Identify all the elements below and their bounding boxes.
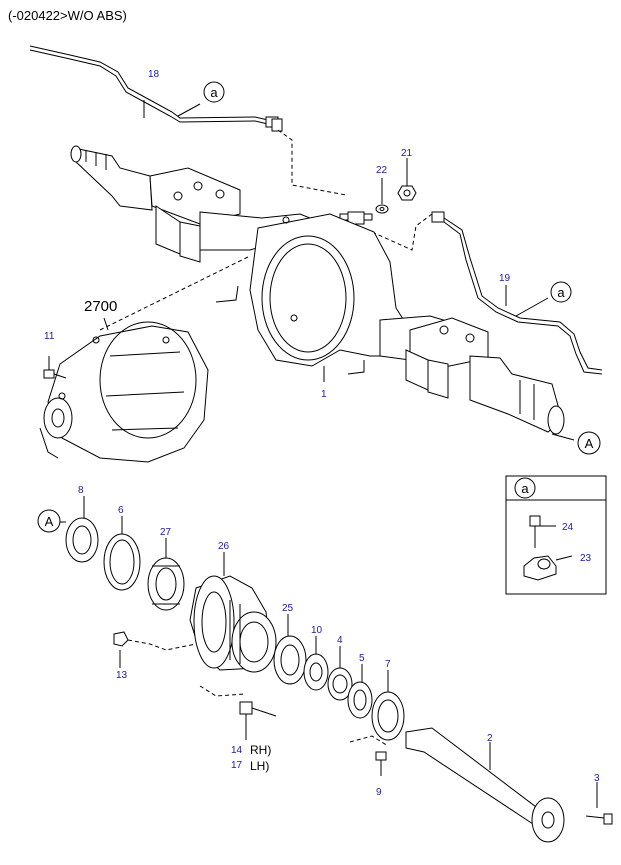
callout-23: 23 <box>580 553 592 564</box>
inset-bolt-24 <box>529 515 556 548</box>
gasket-7 <box>371 691 405 741</box>
callout-8: 8 <box>78 485 84 496</box>
oil-seal-8 <box>65 517 99 563</box>
callout-25: 25 <box>282 603 294 614</box>
callout-9: 9 <box>376 787 382 798</box>
callout-19: 19 <box>499 273 511 284</box>
callout-17: 17 <box>231 760 243 771</box>
callout-26: 26 <box>218 541 230 552</box>
callout-2700: 2700 <box>84 298 117 315</box>
callout-4: 4 <box>337 635 343 646</box>
leader-18-dash <box>277 129 347 196</box>
ref-circle-A-right <box>577 431 601 455</box>
leader-A-right <box>551 433 575 441</box>
inset-clip-23 <box>523 555 573 581</box>
nut-13 <box>113 631 197 651</box>
brake-pipe-19 <box>431 211 603 375</box>
hub-26 <box>189 575 277 673</box>
callout-22: 22 <box>376 165 388 176</box>
callout-1: 1 <box>321 389 327 400</box>
callout-14: 14 <box>231 745 243 756</box>
axle-shaft-2 <box>405 727 565 843</box>
callout-2: 2 <box>487 733 493 744</box>
ref-a-top: a <box>210 85 218 100</box>
callout-21: 21 <box>401 148 413 159</box>
label-lh: LH) <box>250 759 269 773</box>
callout-5: 5 <box>359 653 365 664</box>
axle-housing <box>70 145 565 435</box>
callout-13: 13 <box>116 670 128 681</box>
inset-box-a <box>505 475 607 595</box>
ref-a-right: a <box>557 285 565 300</box>
ref-a-inset: a <box>521 481 529 496</box>
bolt-11 <box>43 356 67 379</box>
callout-24: 24 <box>562 522 574 533</box>
diagram-header: (-020422>W/O ABS) <box>8 8 127 23</box>
hub-bolt-14-17 <box>199 685 277 740</box>
callout-7: 7 <box>385 659 391 670</box>
lock-washer-5 <box>347 681 373 719</box>
washer-10 <box>303 653 329 691</box>
washer-22 <box>375 204 389 214</box>
callout-18: 18 <box>148 69 160 80</box>
bolt-3 <box>585 782 613 825</box>
ref-A-right: A <box>585 436 594 451</box>
label-rh: RH) <box>250 743 271 757</box>
bearing-27 <box>147 557 185 611</box>
ref-circle-a-inset <box>514 477 536 499</box>
callout-27: 27 <box>160 527 172 538</box>
leader-2700 <box>103 317 109 331</box>
ref-circle-a-right <box>550 281 572 303</box>
oil-seal-6 <box>103 533 141 591</box>
leader-19-dash <box>371 213 433 251</box>
brake-tee <box>339 211 373 225</box>
nut-21 <box>397 185 417 201</box>
callout-3: 3 <box>594 773 600 784</box>
brake-pipe-18 <box>29 45 283 132</box>
callout-6: 6 <box>118 505 124 516</box>
differential-carrier <box>39 321 209 463</box>
callout-11: 11 <box>44 331 55 342</box>
ref-circle-A-left <box>37 509 61 533</box>
callout-10: 10 <box>311 625 323 636</box>
ref-circle-a-top <box>203 81 225 103</box>
screw-9 <box>349 735 389 776</box>
ref-A-left: A <box>45 514 54 529</box>
carrier-dash <box>99 255 251 331</box>
bearing-25 <box>273 635 307 685</box>
